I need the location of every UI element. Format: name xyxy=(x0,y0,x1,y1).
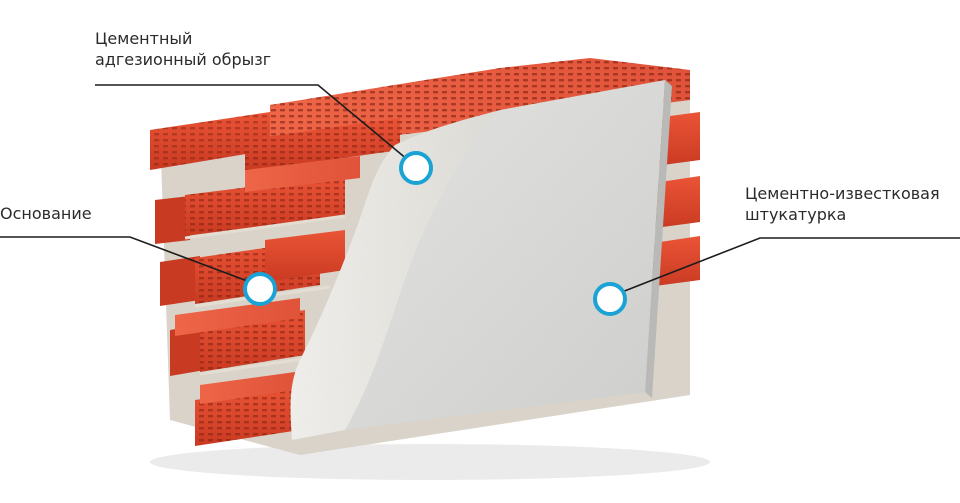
leader-lines xyxy=(0,84,960,293)
markers xyxy=(243,151,627,316)
label-plaster-line1: Цементно-известковая xyxy=(745,184,940,203)
leader-plaster xyxy=(621,237,960,293)
wall-shadow xyxy=(150,444,710,480)
label-base: Основание xyxy=(0,203,92,224)
label-spray-line2: адгезионный обрызг xyxy=(95,50,272,69)
brick-top-course xyxy=(150,58,690,172)
marker-spray xyxy=(399,151,433,185)
label-base-line1: Основание xyxy=(0,204,92,223)
label-spray-line1: Цементный xyxy=(95,29,193,48)
label-plaster: Цементно-известковая штукатурка xyxy=(745,183,940,225)
label-plaster-line2: штукатурка xyxy=(745,205,847,224)
marker-plaster xyxy=(593,282,627,316)
plaster-edge xyxy=(645,80,672,398)
leader-base xyxy=(0,236,251,283)
marker-base xyxy=(243,272,277,306)
leader-spray xyxy=(95,84,409,161)
label-spray: Цементный адгезионный обрызг xyxy=(95,28,271,70)
brick-left-courses xyxy=(155,156,360,446)
